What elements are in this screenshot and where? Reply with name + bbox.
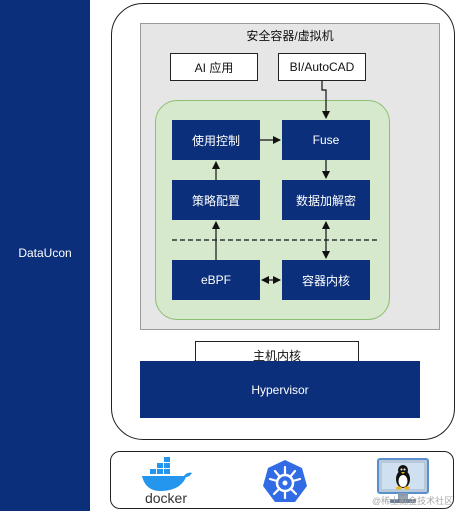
sidebar-panel bbox=[0, 0, 90, 511]
usage-control-box: 使用控制 bbox=[172, 120, 260, 160]
docker-label: docker bbox=[144, 490, 188, 506]
bi-autocad-box: BI/AutoCAD bbox=[278, 53, 366, 81]
docker-whale-icon bbox=[142, 457, 192, 491]
kubernetes-helm-icon bbox=[263, 460, 307, 502]
ai-app-box: AI 应用 bbox=[170, 53, 258, 81]
watermark: @稀土掘金技术社区 bbox=[372, 496, 454, 506]
bi-to-fuse-connector bbox=[321, 81, 330, 119]
linux-tux-monitor-icon bbox=[377, 458, 429, 503]
fuse-box: Fuse bbox=[282, 120, 370, 160]
container-kernel-box: 容器内核 bbox=[282, 260, 370, 300]
data-crypto-box: 数据加解密 bbox=[282, 180, 370, 220]
policy-config-box: 策略配置 bbox=[172, 180, 260, 220]
ebpf-box: eBPF bbox=[172, 260, 260, 300]
hypervisor-box: Hypervisor bbox=[140, 361, 420, 418]
sidebar-label: DataUcon bbox=[18, 246, 72, 260]
secure-container-title: 安全容器/虚拟机 bbox=[246, 29, 334, 43]
